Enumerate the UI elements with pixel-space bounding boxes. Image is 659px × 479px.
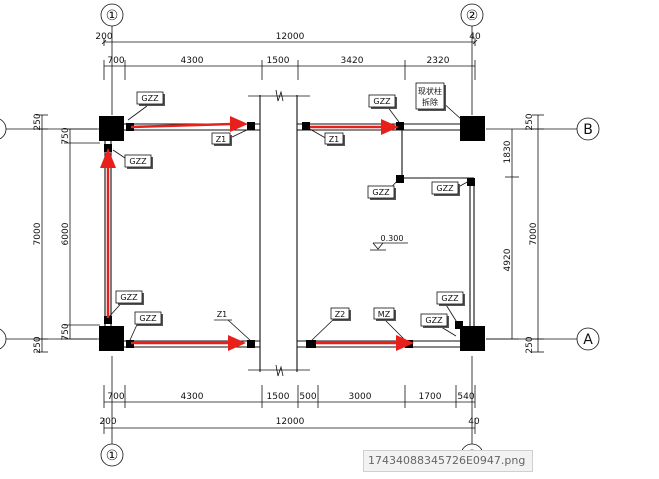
dim-right-upper: 1830	[503, 140, 513, 163]
axis-lines	[6, 26, 577, 444]
svg-text:现状柱: 现状柱	[418, 86, 442, 96]
svg-text:GZZ: GZZ	[372, 188, 390, 197]
tag-gzz: GZZ	[136, 91, 165, 106]
axis-bubble-B-left: B	[0, 118, 7, 140]
dim-bottom-bay-4: 1700	[419, 392, 442, 402]
dim-bottom-offset-right: 40	[468, 417, 480, 427]
dim-left-bottom-offset: 250	[33, 336, 43, 353]
dim-top-offset-left: 200	[95, 32, 112, 42]
dim-bottom-total: 12000	[276, 417, 305, 427]
tag-gzz: GZZ	[115, 290, 144, 305]
leader-lines	[107, 99, 470, 343]
svg-text:Z1: Z1	[217, 310, 228, 319]
tag-z1: Z1	[214, 310, 232, 321]
dim-bottom-bay-1: 4300	[181, 392, 204, 402]
tag-mz: MZ	[373, 307, 396, 321]
axis-label: ②	[466, 8, 479, 24]
column-gzz	[467, 178, 475, 186]
dim-top-total: 12000	[276, 32, 305, 42]
dim-top-bay-4: 2320	[427, 56, 450, 66]
axis-bubble-1-top: ①	[100, 3, 124, 27]
axis-label: ①	[106, 8, 119, 24]
dim-bottom-left-col: 700	[107, 392, 124, 402]
dim-top-left-col: 700	[107, 56, 124, 66]
tag-gzz: GZZ	[436, 291, 465, 306]
column-z2	[306, 340, 316, 348]
dim-bottom-right-col: 540	[457, 392, 474, 402]
column-existing	[396, 122, 404, 130]
dim-top-bay-1: 4300	[181, 56, 204, 66]
axis-bubble-A-left: A	[0, 328, 7, 350]
column-2A	[460, 326, 485, 351]
column-z1	[247, 340, 255, 348]
svg-text:GZZ: GZZ	[120, 293, 138, 302]
tag-z1: Z1	[211, 132, 232, 146]
dim-left-inner: 6000	[61, 222, 71, 245]
dim-bottom-bay-2: 1500	[267, 392, 290, 402]
dim-bottom-offset-left: 200	[99, 417, 116, 427]
svg-text:GZZ: GZZ	[425, 316, 443, 325]
dim-left-col-bottom: 750	[61, 323, 71, 340]
tag-gzz: GZZ	[431, 181, 460, 196]
svg-text:MZ: MZ	[378, 310, 391, 319]
tag-gzz: GZZ	[124, 154, 153, 169]
dim-left-top-offset: 250	[33, 113, 43, 130]
tag-gzz: GZZ	[368, 94, 397, 109]
column-1B	[99, 116, 124, 141]
column-gzz	[455, 321, 463, 329]
axis-label: ①	[106, 448, 119, 464]
filename-label: 17434088345726E0947.png	[363, 450, 533, 472]
dim-top-bay-3: 3420	[341, 56, 364, 66]
dimensions-right: 250 1830 4920 7000 250	[486, 113, 544, 354]
svg-text:GZZ: GZZ	[436, 184, 454, 193]
dim-top-bay-2: 1500	[267, 56, 290, 66]
dim-left-col-top: 750	[61, 127, 71, 144]
red-arrows	[100, 116, 414, 351]
tag-z1: Z1	[324, 132, 345, 146]
dim-right-overall: 7000	[529, 222, 539, 245]
dim-right-top-offset: 250	[525, 113, 535, 130]
axis-bubble-A-right: A	[576, 327, 600, 351]
dimensions-left: 250 750 7000 6000 750 250	[33, 113, 100, 354]
axis-label: B	[583, 122, 593, 138]
dimensions-bottom: 700 4300 1500 500 3000 1700 540 200 40 1…	[99, 385, 480, 434]
column-1A	[99, 326, 124, 351]
axis-label: A	[583, 332, 593, 348]
column-gzz	[126, 123, 134, 131]
svg-text:Z1: Z1	[216, 135, 227, 144]
svg-text:GZZ: GZZ	[441, 294, 459, 303]
tag-gzz: GZZ	[367, 185, 396, 200]
svg-text:Z2: Z2	[335, 310, 346, 319]
column-2B	[460, 116, 485, 141]
dim-right-lower: 4920	[503, 248, 513, 271]
axis-bubble-1-bottom: ①	[100, 443, 124, 467]
dim-bottom-bay-3: 3000	[349, 392, 372, 402]
dim-top-offset-right: 40	[469, 32, 481, 42]
dimensions-top: 200 40 12000 700 4300 1500 3420 2320	[95, 32, 481, 80]
tag-gzz: GZZ	[134, 311, 163, 326]
svg-text:GZZ: GZZ	[129, 157, 147, 166]
svg-text:拆除: 拆除	[422, 97, 438, 107]
tag-gzz: GZZ	[420, 313, 449, 328]
axis-bubble-B-right: B	[576, 117, 600, 141]
dim-right-bottom-offset: 250	[525, 336, 535, 353]
elevation-marker: 0.300	[370, 234, 408, 251]
column-gzz	[126, 340, 134, 348]
axis-bubble-2-top: ②	[460, 3, 484, 27]
svg-text:Z1: Z1	[329, 135, 340, 144]
column-z1	[302, 122, 310, 130]
tag-existing-column-remove: 现状柱 拆除	[415, 82, 446, 111]
walls	[104, 89, 475, 377]
dim-bottom-bay-3-small: 500	[299, 392, 316, 402]
column-gzz	[396, 175, 404, 183]
svg-text:GZZ: GZZ	[141, 94, 159, 103]
svg-text:GZZ: GZZ	[373, 97, 391, 106]
column-gzz	[104, 316, 112, 324]
tag-z2: Z2	[330, 307, 351, 321]
elevation-value: 0.300	[381, 234, 404, 243]
dim-left-overall: 7000	[33, 222, 43, 245]
svg-text:GZZ: GZZ	[139, 314, 157, 323]
column-z1	[247, 122, 255, 130]
